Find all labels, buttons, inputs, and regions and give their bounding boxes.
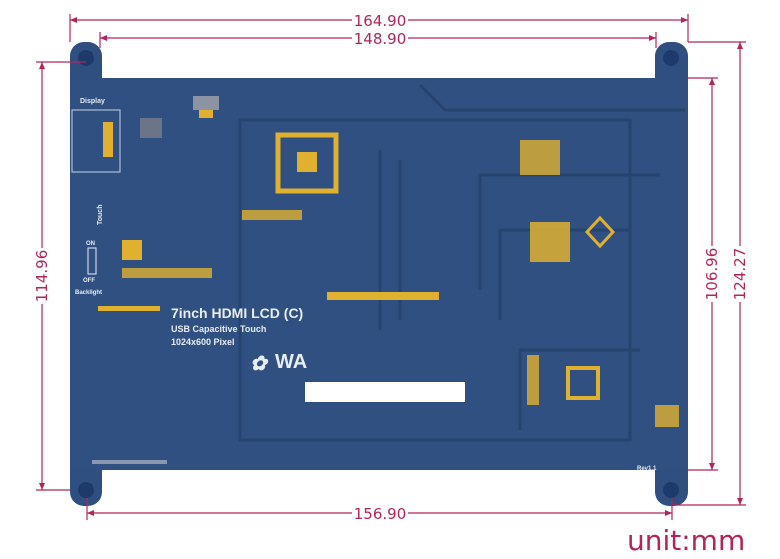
revision-label: Rev1.1 [637, 466, 657, 472]
label-backlight: Backlight [75, 290, 102, 296]
pcb-components [71, 96, 679, 464]
dim-hole-spacing-width: 148.90 [354, 30, 407, 48]
board-resolution: 1024x600 Pixel [171, 337, 235, 347]
label-on: ON [86, 241, 95, 247]
label-off: OFF [83, 278, 95, 284]
label-touch: Touch [97, 205, 104, 225]
dim-bottom-width: 156.90 [354, 505, 407, 523]
dim-board-height: 106.96 [703, 248, 721, 301]
logo-text: WA [275, 351, 307, 373]
waveshare-logo: ✿ [250, 353, 269, 375]
label-display: Display [80, 98, 105, 105]
dim-overall-width: 164.90 [354, 12, 407, 30]
board-subtitle: USB Capacitive Touch [171, 324, 266, 334]
dim-left-height: 114.96 [33, 250, 51, 303]
pcb-traces [238, 83, 685, 442]
dimension-arrows [39, 17, 743, 516]
unit-label: unit:mm [627, 524, 746, 557]
dim-overall-height: 124.27 [731, 248, 749, 301]
board-title: 7inch HDMI LCD (C) [171, 305, 303, 321]
